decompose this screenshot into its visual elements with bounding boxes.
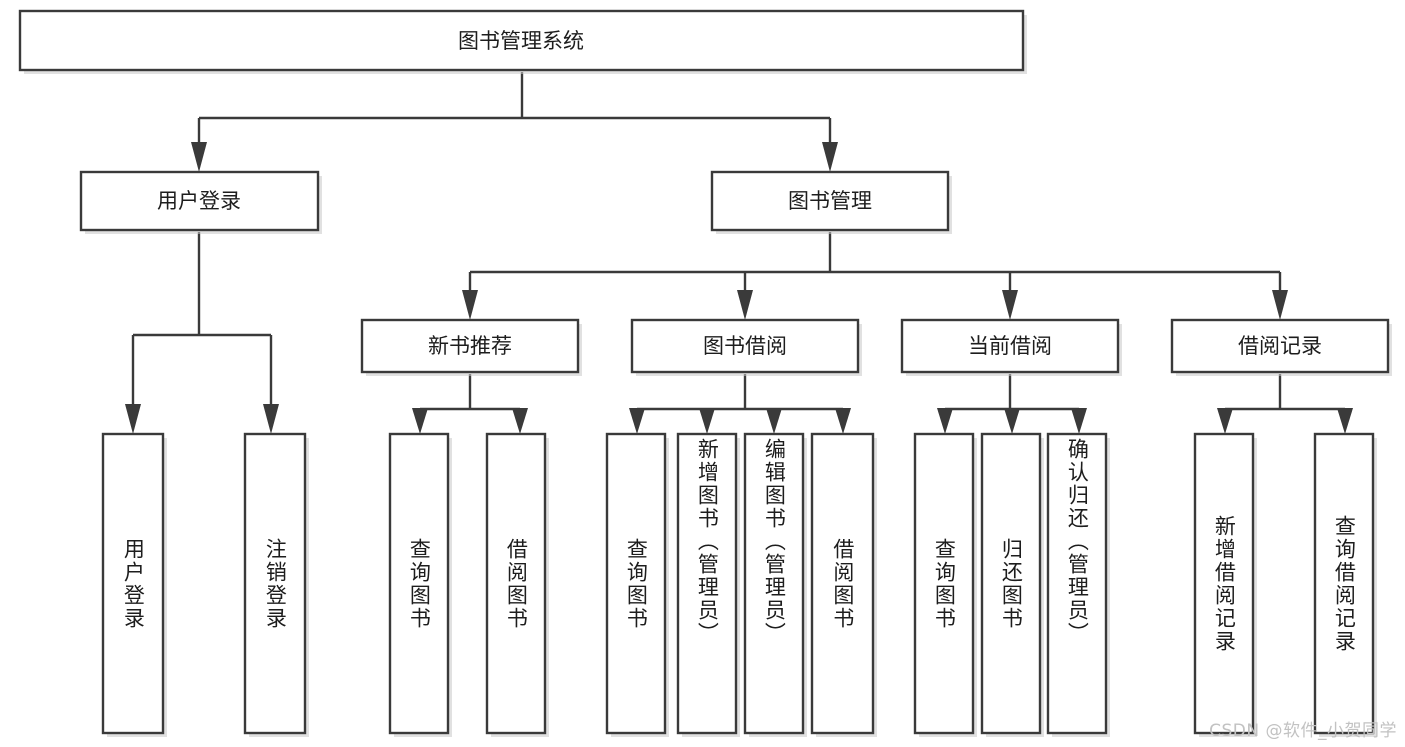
node-book-management[interactable]: 图书管理 — [710, 170, 952, 234]
arrow-book-mgmt-c3 — [1002, 290, 1018, 320]
node-current-borrow-rect — [900, 318, 1120, 374]
leaf-borrow-query-book-rect — [605, 432, 667, 735]
leaf-recommend-borrow-book[interactable] — [485, 432, 549, 737]
leaf-user-login-rect — [101, 432, 165, 735]
arrow-book-mgmt-c4 — [1272, 290, 1288, 320]
arrow-user-login-c2 — [263, 404, 279, 434]
leaf-current-return-book[interactable] — [980, 432, 1044, 737]
node-new-book-recommend-label: 新书推荐 — [428, 334, 512, 358]
leaf-record-query[interactable] — [1313, 432, 1377, 737]
node-book-management-label: 图书管理 — [788, 189, 872, 213]
connector-layer — [125, 72, 1353, 434]
node-book-management-rect — [710, 170, 950, 232]
node-borrow-record-label: 借阅记录 — [1238, 334, 1322, 358]
leaf-current-confirm-return[interactable] — [1046, 432, 1110, 737]
arrow-record-c2 — [1337, 408, 1353, 434]
node-root-rect — [18, 9, 1025, 72]
leaf-user-login[interactable] — [101, 432, 167, 737]
node-new-book-recommend-rect — [360, 318, 580, 374]
arrow-borrow-c3 — [766, 408, 782, 434]
leaf-borrow-add-book-rect — [676, 432, 738, 735]
leaf-logout[interactable] — [243, 432, 309, 737]
arrow-current-c1 — [937, 408, 953, 434]
leaf-borrow-query-book[interactable] — [605, 432, 669, 737]
leaf-borrow-edit-book[interactable] — [743, 432, 807, 737]
arrow-book-mgmt-c2 — [737, 290, 753, 320]
arrow-to-user-login — [191, 142, 207, 172]
node-user-login-label: 用户登录 — [157, 189, 241, 213]
leaf-record-query-rect — [1313, 432, 1375, 735]
node-user-login[interactable]: 用户登录 — [79, 170, 322, 234]
node-root-label: 图书管理系统 — [458, 29, 584, 53]
arrow-borrow-c2 — [699, 408, 715, 434]
node-book-borrow-label: 图书借阅 — [703, 334, 787, 358]
arrow-recommend-c2 — [512, 408, 528, 434]
node-new-book-recommend[interactable]: 新书推荐 — [360, 318, 582, 376]
node-borrow-record-rect — [1170, 318, 1390, 374]
leaf-current-query-book-rect — [913, 432, 975, 735]
leaf-recommend-query-book[interactable] — [388, 432, 452, 737]
leaf-current-confirm-return-rect — [1046, 432, 1108, 735]
arrow-book-mgmt-c1 — [462, 290, 478, 320]
node-borrow-record[interactable]: 借阅记录 — [1170, 318, 1392, 376]
leaf-recommend-borrow-book-rect — [485, 432, 547, 735]
node-current-borrow[interactable]: 当前借阅 — [900, 318, 1122, 376]
leaf-current-return-book-rect — [980, 432, 1042, 735]
leaf-record-add-rect — [1193, 432, 1255, 735]
arrow-current-c3 — [1071, 408, 1087, 434]
node-root[interactable]: 图书管理系统 — [18, 9, 1027, 74]
leaf-borrow-edit-book-rect — [743, 432, 805, 735]
node-user-login-rect — [79, 170, 320, 232]
node-book-borrow[interactable]: 图书借阅 — [630, 318, 862, 376]
leaf-current-query-book[interactable] — [913, 432, 977, 737]
leaf-borrow-add-book[interactable] — [676, 432, 740, 737]
node-book-borrow-rect — [630, 318, 860, 374]
leaf-recommend-query-book-rect — [388, 432, 450, 735]
leaf-logout-rect — [243, 432, 307, 735]
arrow-user-login-c1 — [125, 404, 141, 434]
leaf-record-add[interactable] — [1193, 432, 1257, 737]
arrow-record-c1 — [1217, 408, 1233, 434]
arrow-borrow-c1 — [629, 408, 645, 434]
arrow-recommend-c1 — [412, 408, 428, 434]
arrow-current-c2 — [1004, 408, 1020, 434]
leaf-borrow-borrow-book-rect — [810, 432, 875, 735]
node-current-borrow-label: 当前借阅 — [968, 334, 1052, 358]
node-layer: 图书管理系统 用户登录 图书管理 新书推荐 — [18, 9, 1392, 737]
arrow-borrow-c4 — [835, 408, 851, 434]
arrow-to-book-mgmt — [822, 142, 838, 172]
leaf-borrow-borrow-book[interactable] — [810, 432, 877, 737]
